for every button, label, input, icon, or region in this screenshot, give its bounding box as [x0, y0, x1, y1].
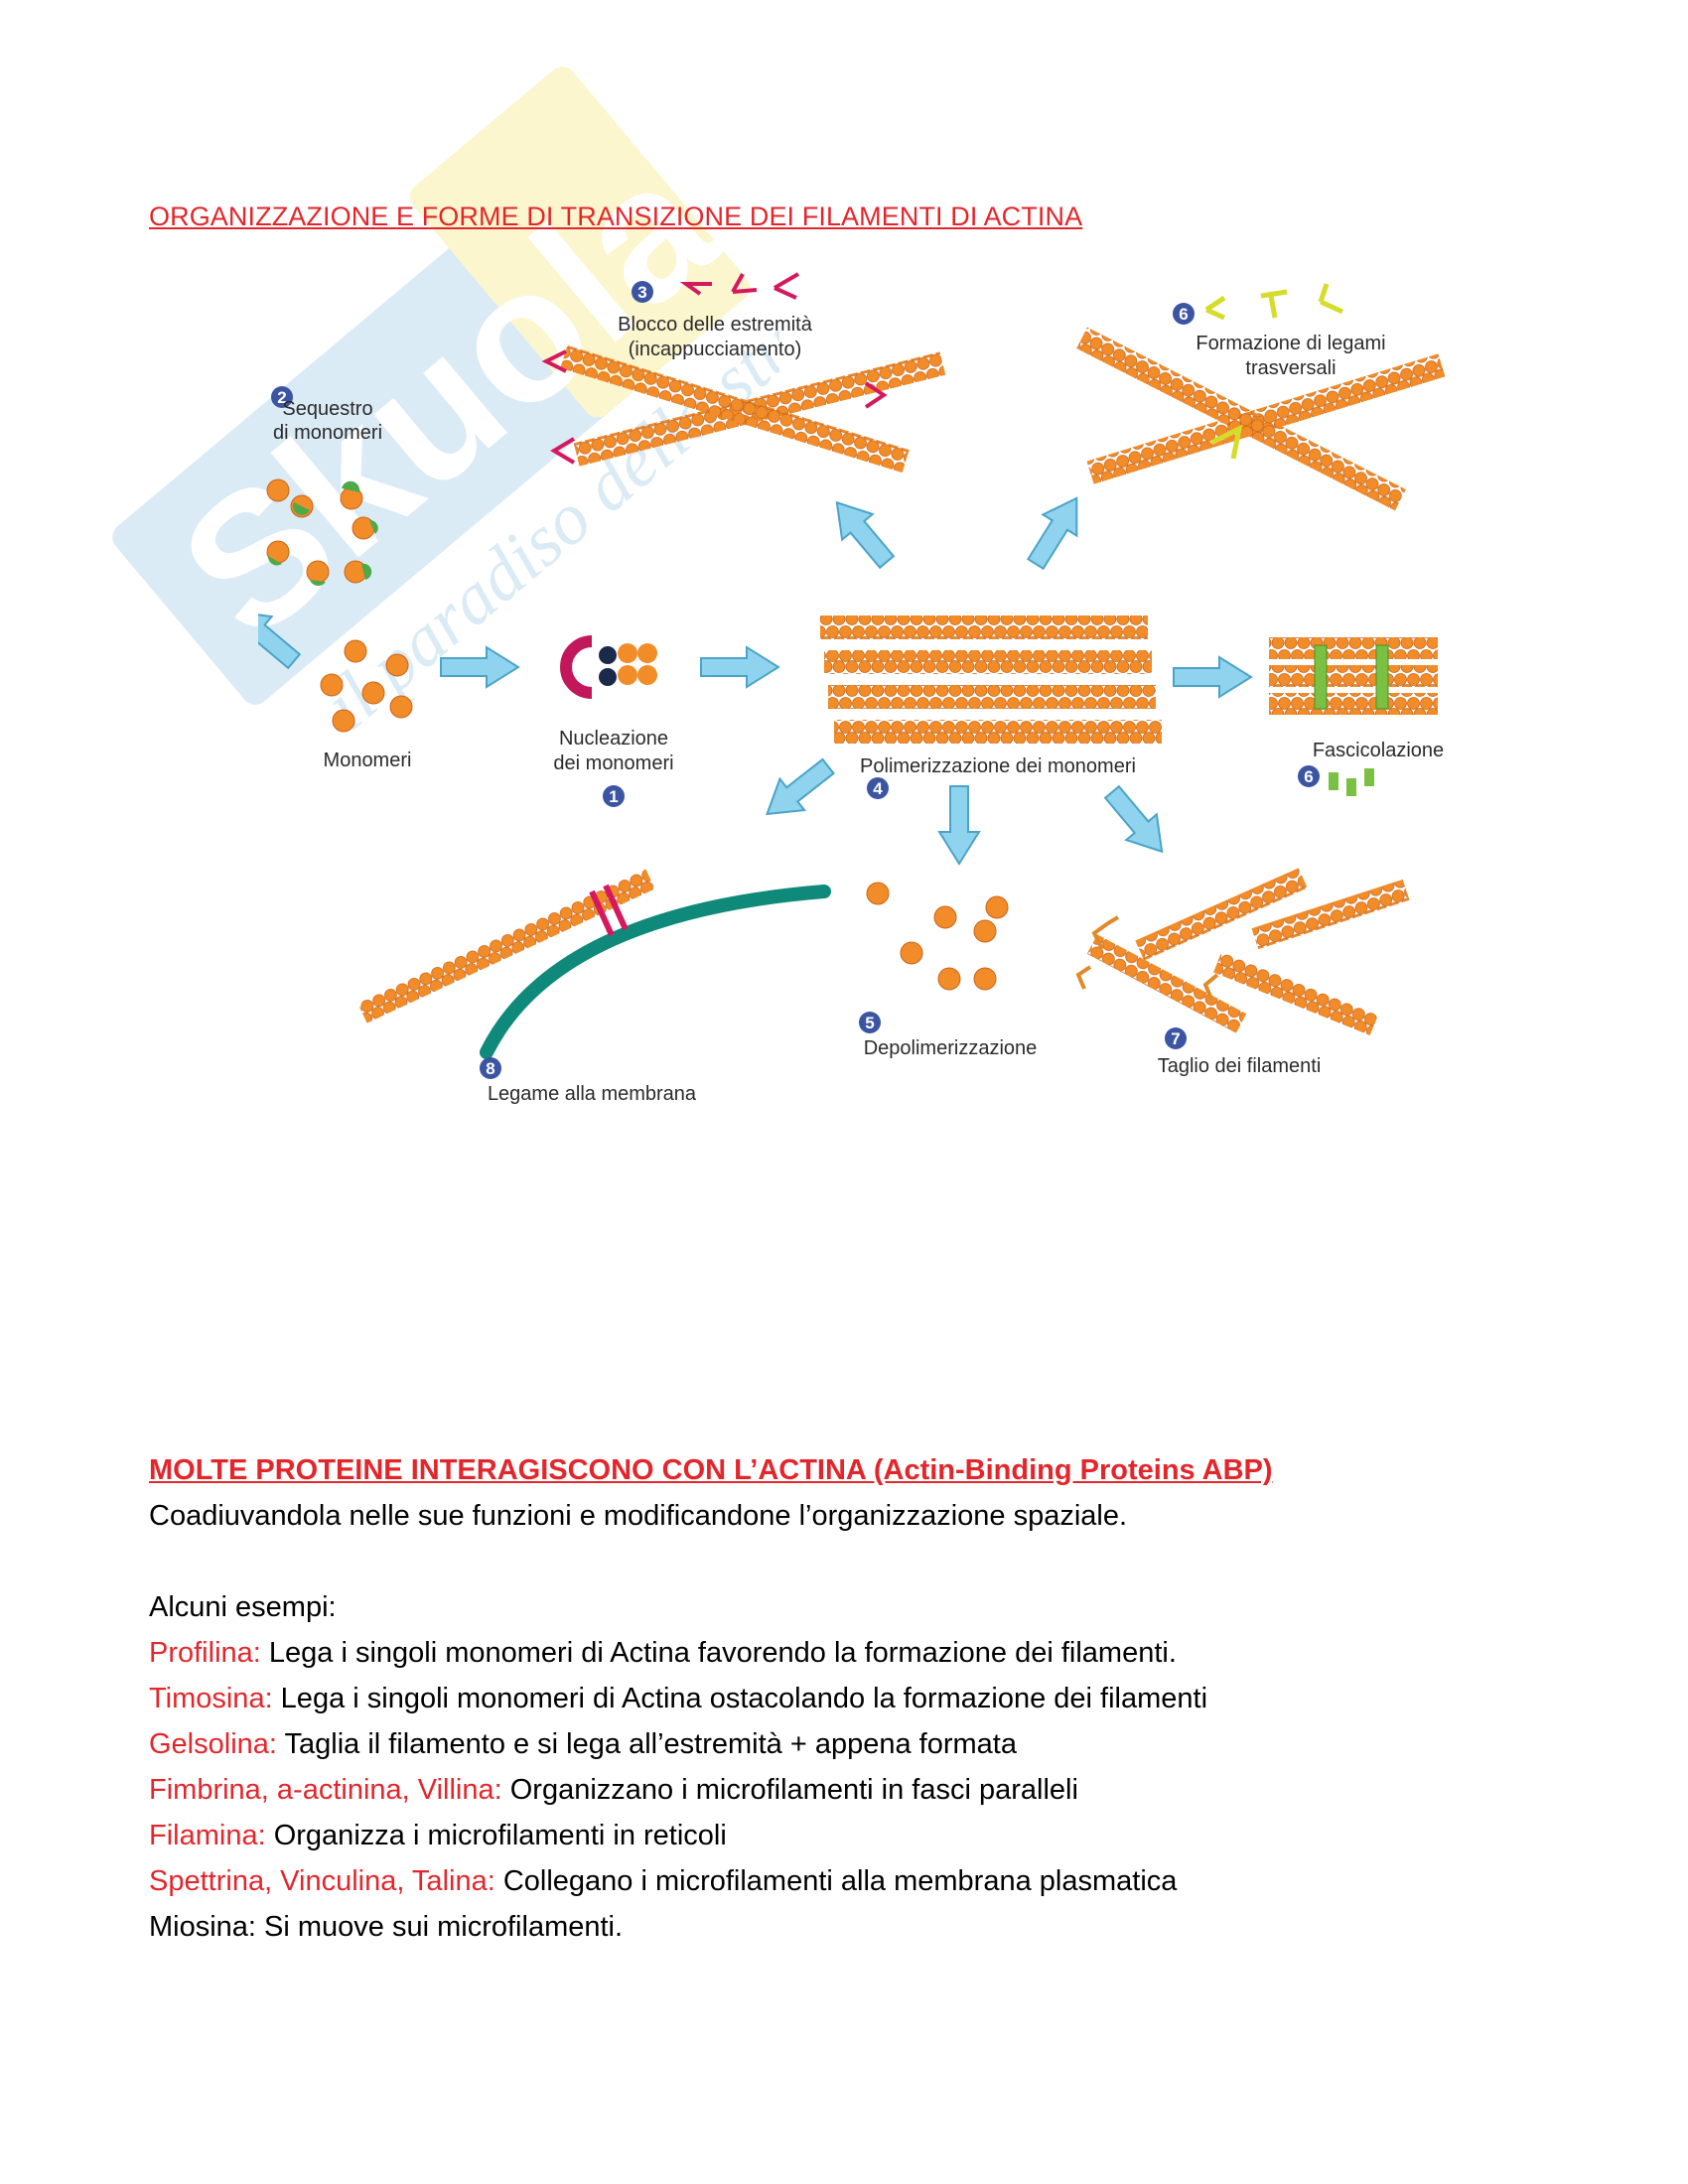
capped-filament-2	[560, 344, 910, 474]
label-sequester-2: di monomeri	[273, 422, 382, 444]
capping-group: 3 Blocco delle estremità (incappucciamen…	[541, 272, 946, 474]
polymer-filament-2	[824, 650, 1152, 674]
example-gelsolina: Gelsolina: Taglia il filamento e si lega…	[149, 1721, 1559, 1767]
crosslinked-filament-2	[1076, 327, 1406, 511]
arrow-to-depolymerization	[938, 785, 980, 865]
arrow-to-nucleation	[440, 646, 519, 688]
examples-label: Alcuni esempi:	[149, 1591, 337, 1623]
arrow-to-sequester	[258, 595, 308, 678]
example-term: Profilina:	[149, 1637, 261, 1669]
label-nucleation-2: dei monomeri	[553, 752, 673, 774]
bundling-group: Fascicolazione 6	[1269, 637, 1444, 796]
sequester-group: 2 Sequestro di monomeri	[266, 386, 382, 587]
skuola-watermark: Skuola.net il paradiso dello studente	[112, 50, 779, 746]
membrane	[480, 885, 831, 1059]
example-text: Lega i singoli monomeri di Actina ostaco…	[272, 1683, 1208, 1714]
label-severing: Taglio dei filamenti	[1158, 1055, 1322, 1077]
example-timosina: Timosina: Lega i singoli monomeri di Act…	[149, 1676, 1559, 1721]
crosslink-bond	[1209, 424, 1243, 460]
severing-group: 7 Taglio dei filamenti	[1075, 868, 1410, 1077]
example-fimbrina: Fimbrina, a-actinina, Villina: Organizza…	[149, 1767, 1559, 1813]
label-depolymerization: Depolimerizzazione	[864, 1037, 1038, 1059]
watermark-blue-band	[112, 132, 735, 705]
badge-sequester	[271, 386, 293, 408]
cap-left-top	[541, 349, 567, 373]
sequestering-proteins	[267, 480, 378, 587]
arrow-to-capping	[820, 488, 904, 576]
example-text: Organizza i microfilamenti in reticoli	[265, 1820, 727, 1851]
cap-right	[864, 381, 888, 409]
example-text: Taglia il filamento e si lega all’estrem…	[276, 1728, 1017, 1760]
badge-sequester-number: 2	[277, 388, 286, 407]
example-text: Lega i singoli monomeri di Actina favore…	[260, 1637, 1177, 1669]
arrow-to-bundling	[1173, 656, 1252, 698]
arrow-to-polymerization	[700, 646, 779, 688]
label-membrane: Legame alla membrana	[488, 1083, 697, 1105]
badge-nucleation-number: 1	[609, 787, 618, 806]
badge-membrane-number: 8	[486, 1059, 494, 1078]
example-text: Organizzano i microfilamenti in fasci pa…	[501, 1774, 1078, 1806]
label-nucleation-1: Nucleazione	[559, 728, 668, 750]
crosslink-group: 6 Formazione di legami trasversali	[1076, 283, 1446, 511]
example-term: Timosina:	[149, 1683, 273, 1714]
example-text: Collegano i microfilamenti alla membrana…	[494, 1865, 1178, 1897]
label-crosslink-2: trasversali	[1245, 357, 1336, 379]
badge-polymerization-number: 4	[873, 779, 883, 798]
badge-membrane	[480, 1057, 501, 1079]
label-sequester-1: Sequestro	[282, 398, 372, 420]
abp-section: MOLTE PROTEINE INTERAGISCONO CON L’ACTIN…	[149, 1447, 1559, 1950]
capping-proteins	[679, 272, 800, 300]
example-term: Fimbrina, a-actinina, Villina:	[149, 1774, 502, 1806]
arrow-to-severing	[1095, 778, 1179, 866]
page-title: ORGANIZZAZIONE E FORME DI TRANSIZIONE DE…	[149, 202, 1083, 231]
badge-bundling-number: 6	[1304, 767, 1313, 786]
label-capping-2: (incappucciamento)	[629, 339, 802, 360]
depolymerization-group: 5 Depolimerizzazione	[859, 882, 1038, 1059]
example-term: Filamina:	[149, 1820, 266, 1851]
badge-severing-number: 7	[1171, 1029, 1180, 1048]
section-intro: Coadiuvandola nelle sue funzioni e modif…	[149, 1500, 1128, 1532]
section-heading: MOLTE PROTEINE INTERAGISCONO CON L’ACTIN…	[149, 1454, 1273, 1486]
badge-crosslink	[1173, 303, 1195, 325]
example-miosina: Miosina: Si muove sui microfilamenti.	[149, 1911, 624, 1943]
cap-left-bottom	[550, 437, 576, 465]
badge-severing	[1165, 1027, 1187, 1049]
example-term: Gelsolina:	[149, 1728, 277, 1760]
label-crosslink-1: Formazione di legami	[1196, 333, 1385, 354]
example-filamina: Filamina: Organizza i microfilamenti in …	[149, 1813, 1559, 1858]
polymer-filament-3	[828, 685, 1156, 709]
label-polymerization: Polimerizzazione dei monomeri	[860, 755, 1136, 777]
badge-depolymerization-number: 5	[865, 1014, 874, 1032]
badge-polymerization	[867, 777, 889, 799]
polymer-filament-1	[820, 615, 1148, 639]
crosslinker-proteins	[1204, 283, 1344, 321]
membrane-linker	[589, 884, 629, 937]
sequestered-monomers	[266, 478, 375, 584]
monomers-group: Monomeri	[320, 639, 413, 771]
polymer-filament-4	[834, 720, 1162, 744]
example-term: Spettrina, Vinculina, Talina:	[149, 1865, 495, 1897]
watermark-yellow-band	[409, 67, 751, 418]
example-spettrina: Spettrina, Vinculina, Talina: Collegano …	[149, 1858, 1559, 1904]
label-capping-1: Blocco delle estremità	[618, 314, 813, 336]
badge-capping-number: 3	[637, 283, 646, 302]
spacer	[149, 1539, 1559, 1584]
arrow-to-membrane	[754, 750, 842, 831]
badge-depolymerization	[859, 1012, 881, 1033]
membrane-group: 8 Legame alla membrana	[357, 869, 831, 1105]
badge-capping	[632, 281, 653, 303]
membrane-filament	[357, 869, 655, 1024]
example-profilina: Profilina: Lega i singoli monomeri di Ac…	[149, 1630, 1559, 1676]
badge-nucleation	[603, 785, 625, 807]
arrow-to-crosslink	[1018, 486, 1095, 576]
badge-bundling	[1298, 765, 1320, 787]
label-bundling: Fascicolazione	[1313, 740, 1444, 761]
polymerization-group: Polimerizzazione dei monomeri 4	[820, 615, 1162, 799]
badge-crosslink-number: 6	[1179, 305, 1188, 324]
label-monomers: Monomeri	[324, 750, 412, 771]
nucleation-group: Nucleazione dei monomeri 1	[553, 635, 674, 807]
actin-diagram: 2 Sequestro di monomeri 3 Blocco delle e…	[258, 272, 1446, 1105]
